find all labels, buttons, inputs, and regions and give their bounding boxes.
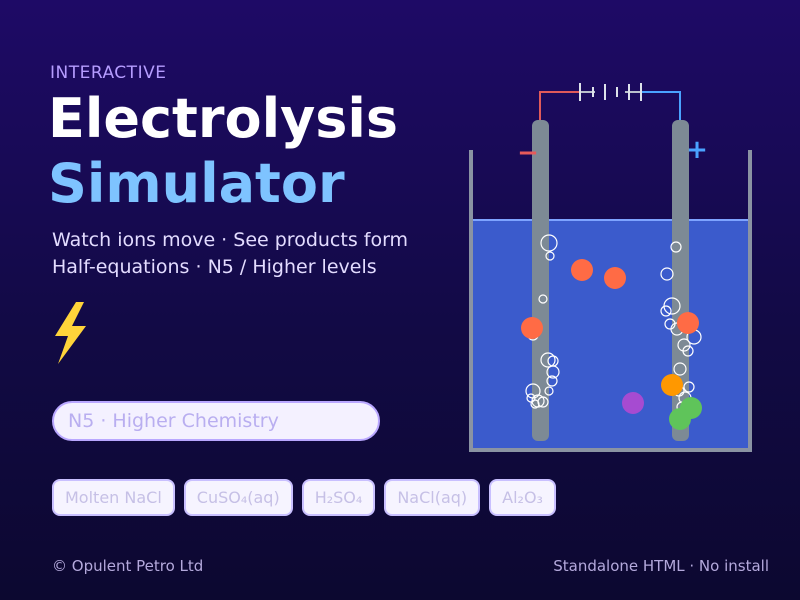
- ion-red: [677, 312, 699, 334]
- ion-red: [604, 267, 626, 289]
- ion-purple: [622, 392, 644, 414]
- electrolyte-chip-cuso4[interactable]: CuSO₄(aq): [183, 479, 293, 516]
- footer-tagline: Standalone HTML · No install: [553, 557, 769, 575]
- ion-green: [669, 408, 691, 430]
- electrolyte-chip-nacl-aq[interactable]: NaCl(aq): [384, 479, 481, 516]
- electrolyte-chip-h2so4[interactable]: H₂SO₄: [301, 479, 376, 516]
- ions: [521, 259, 702, 430]
- cathode-wire: [539, 91, 580, 120]
- cathode-sign: −: [517, 138, 539, 168]
- electrolyte-solution: [472, 220, 749, 450]
- footer-copyright: © Opulent Petro Ltd: [52, 557, 204, 575]
- cathode-bubbles: [525, 234, 560, 409]
- battery-icon: [579, 83, 642, 101]
- ion-red: [521, 317, 543, 339]
- lightning-bolt-icon: [55, 302, 86, 364]
- page-title-highlight: Simulator: [48, 152, 345, 215]
- electrolyte-chip-al2o3[interactable]: Al₂O₃: [489, 479, 556, 516]
- electrolyte-chip-molten-nacl[interactable]: Molten NaCl: [52, 479, 175, 516]
- cathode-electrode: [532, 120, 549, 441]
- electrolysis-cell: − +: [469, 83, 752, 452]
- anode-wire: [641, 91, 681, 120]
- anode-sign: +: [686, 135, 708, 165]
- beaker: [469, 150, 752, 452]
- eyebrow-label: INTERACTIVE: [50, 63, 167, 83]
- ion-orange: [661, 374, 683, 396]
- ion-red: [571, 259, 593, 281]
- subtitle-levels: Half-equations · N5 / Higher levels: [52, 256, 377, 278]
- electrolyte-chip-list: Molten NaCl CuSO₄(aq) H₂SO₄ NaCl(aq) Al₂…: [52, 479, 556, 516]
- level-selector[interactable]: N5 · Higher Chemistry: [52, 401, 380, 441]
- subtitle-features: Watch ions move · See products form: [52, 229, 409, 251]
- anode-electrode: [672, 120, 689, 441]
- page-title: Electrolysis: [48, 87, 399, 150]
- level-selector-value: N5 · Higher Chemistry: [68, 410, 279, 432]
